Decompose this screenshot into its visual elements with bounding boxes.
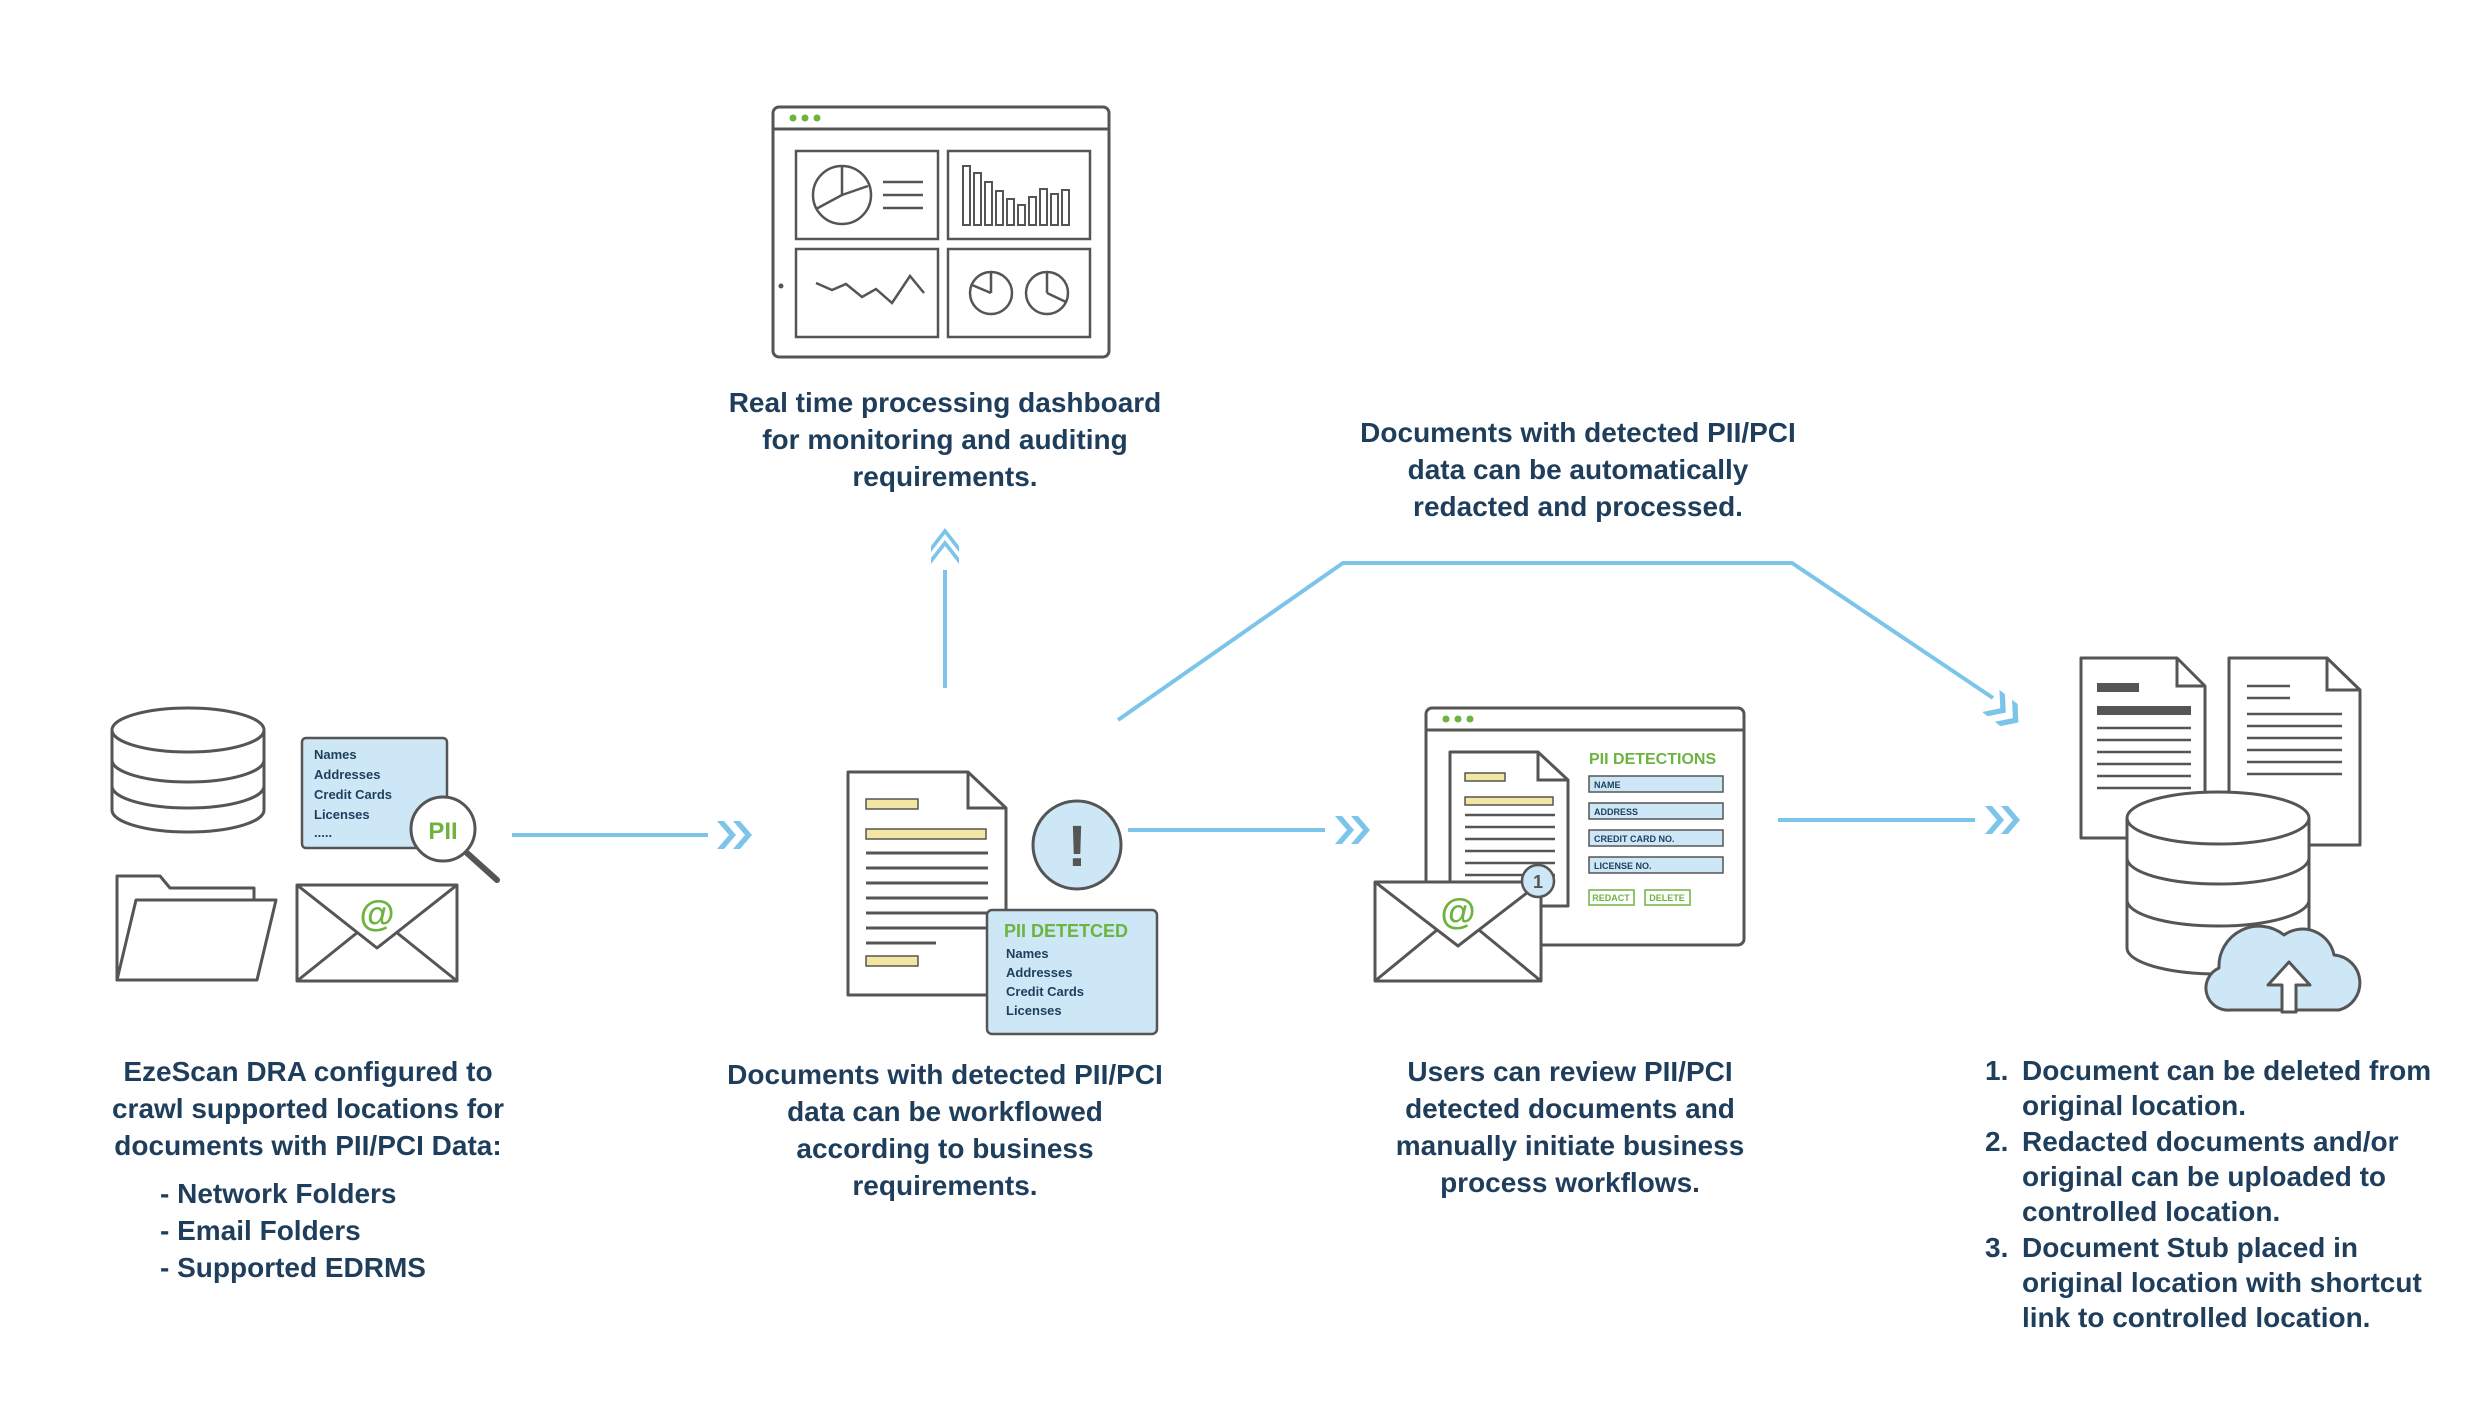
stage1-caption: EzeScan DRA configured to crawl supporte… [111,1056,505,1161]
pii-card-line: ..... [314,825,332,840]
flow-arrow-2 [1128,816,1370,844]
field-label: ADDRESS [1594,807,1638,817]
cloud-upload-icon [2204,924,2362,1014]
callout-line: Addresses [1006,965,1072,980]
database-icon [110,706,266,834]
pie-chart-icon [811,164,923,226]
callout-line: Credit Cards [1006,984,1084,999]
alert-icon: ! [1031,799,1123,891]
location-item: - Network Folders [160,1178,397,1209]
field-label: LICENSE NO. [1594,861,1652,871]
flow-arrow-auto [1116,561,2028,734]
at-glyph: @ [359,893,394,934]
location-item: - Supported EDRMS [160,1252,426,1283]
field-label: NAME [1594,780,1621,790]
stage1-location-list: - Network Folders - Email Folders - Supp… [160,1175,426,1286]
line-chart-icon [815,273,925,305]
field-label: CREDIT CARD NO. [1594,834,1675,844]
mini-pie-icons [968,270,1070,316]
delete-button-label: DELETE [1649,893,1685,903]
location-item: - Email Folders [160,1215,361,1246]
auto-redaction-caption: Documents with detected PII/PCI data can… [1360,417,1796,522]
pii-card-line: Names [314,747,357,762]
dashboard-window [771,105,1111,359]
stage2-caption: Documents with detected PII/PCI data can… [727,1059,1163,1201]
notification-email-icon: @ 1 [1373,863,1556,983]
at-glyph: @ [1440,891,1475,932]
output-document-icon [2079,656,2207,840]
callout-line: Names [1006,946,1049,961]
pii-card-line: Addresses [314,767,380,782]
mail-count-badge: 1 [1533,872,1543,892]
stage3-caption: Users can review PII/PCI detected docume… [1395,1056,1745,1198]
alert-glyph: ! [1067,814,1086,879]
callout-line: Licenses [1006,1003,1062,1018]
document-icon [846,770,1008,997]
pii-card-line: Credit Cards [314,787,392,802]
pii-card-line: Licenses [314,807,370,822]
outcome-item: 3. Document Stub placed in original loca… [1985,1232,2422,1333]
redact-button-label: REDACT [1592,893,1630,903]
detections-title: PII DETECTIONS [1589,751,1716,768]
flow-arrow-3 [1778,806,2020,834]
pii-badge: PII [428,818,457,845]
outcome-item: 2. Redacted documents and/or original ca… [1985,1126,2399,1227]
outcome-item: 1. Document can be deleted from original… [1985,1055,2432,1121]
flow-arrow-up [931,528,959,688]
email-icon: @ [295,883,459,983]
bar-chart-icon [962,165,1070,226]
stage4-outcome-list: 1. Document can be deleted from original… [1985,1053,2455,1336]
magnifier-icon: PII [409,795,500,883]
callout-title: PII DETETCED [1004,921,1128,941]
pii-detected-callout: PII DETETCED Names Addresses Credit Card… [985,908,1159,1036]
folder-icon [115,874,278,982]
flow-arrow-1 [512,821,752,849]
dashboard-caption: Real time processing dashboard for monit… [728,387,1162,492]
